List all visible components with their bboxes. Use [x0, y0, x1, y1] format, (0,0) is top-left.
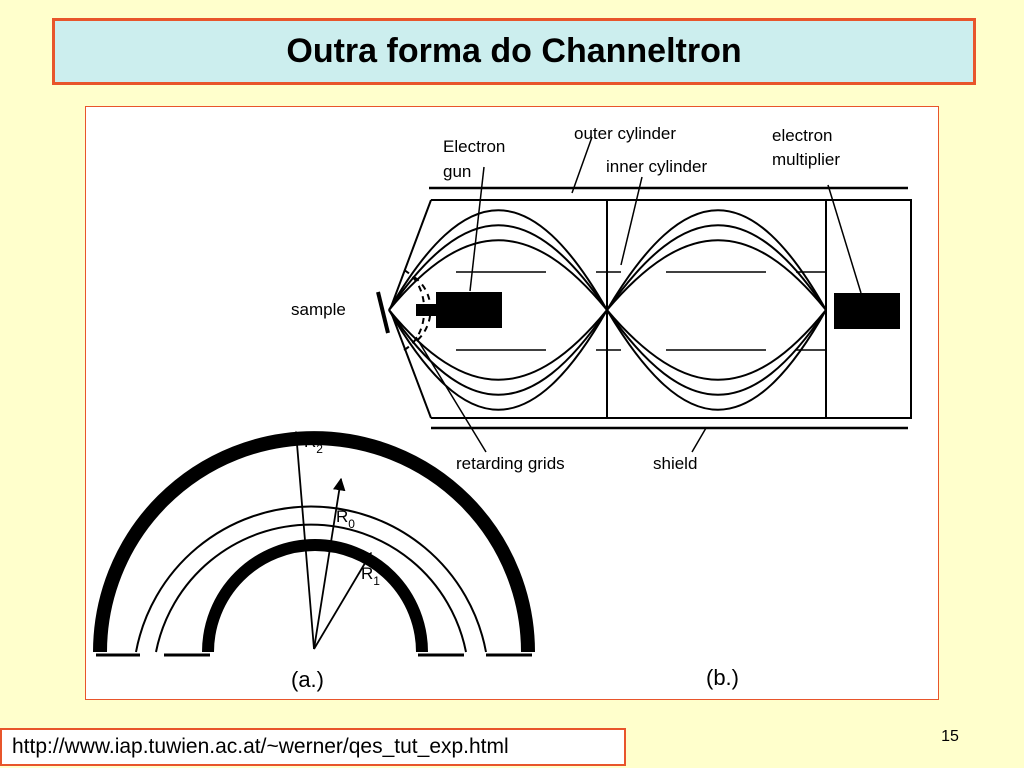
label-r0: R0: [336, 507, 355, 531]
label-outer-cylinder: outer cylinder: [574, 124, 676, 143]
middle-arc-inner: [155, 523, 467, 653]
leader-lines: [415, 136, 862, 453]
caption-a: (a.): [291, 667, 324, 692]
label-electron-gun-2: gun: [443, 162, 471, 181]
page-number: 15: [941, 728, 959, 745]
label-retarding-grids: retarding grids: [456, 454, 565, 473]
label-shield: shield: [653, 454, 697, 473]
title-box: Outra forma do Channeltron: [52, 18, 976, 85]
label-r2: R2: [304, 432, 323, 456]
electron-trajectories: [388, 209, 827, 411]
source-url[interactable]: http://www.iap.tuwien.ac.at/~werner/qes_…: [12, 735, 509, 758]
slide-title: Outra forma do Channeltron: [286, 32, 742, 70]
label-electron-multiplier-1: electron: [772, 126, 832, 145]
figure-panel: Electron gun outer cylinder inner cylind…: [85, 106, 939, 700]
outer-cylinder: [431, 199, 912, 419]
inner-hemisphere: [202, 539, 428, 653]
outer-hemisphere: [93, 431, 535, 653]
label-sample: sample: [291, 300, 346, 319]
analyzer-diagram-b: Electron gun outer cylinder inner cylind…: [291, 124, 912, 690]
inner-cylinder: [456, 271, 826, 351]
label-inner-cylinder: inner cylinder: [606, 157, 707, 176]
electron-multiplier: [834, 293, 900, 329]
middle-arc-outer: [135, 505, 487, 653]
caption-b: (b.): [706, 665, 739, 690]
hemisphere-diagram-a: R2 R0 R1 (a.): [93, 430, 535, 692]
entry-side-top: [390, 199, 432, 308]
sample-plate: [376, 291, 390, 334]
electron-gun-nozzle: [416, 304, 436, 316]
label-r1: R1: [361, 564, 380, 588]
label-electron-multiplier-2: multiplier: [772, 150, 840, 169]
electron-gun: [436, 292, 502, 328]
source-url-box: http://www.iap.tuwien.ac.at/~werner/qes_…: [0, 728, 626, 766]
channeltron-diagram: Electron gun outer cylinder inner cylind…: [93, 124, 912, 692]
radius-arrows: [290, 430, 372, 650]
entry-side-bottom: [390, 311, 432, 419]
label-electron-gun-1: Electron: [443, 137, 505, 156]
